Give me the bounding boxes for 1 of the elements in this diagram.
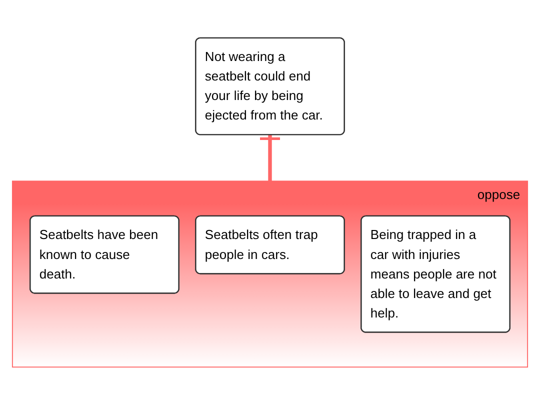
- connector: [260, 134, 280, 182]
